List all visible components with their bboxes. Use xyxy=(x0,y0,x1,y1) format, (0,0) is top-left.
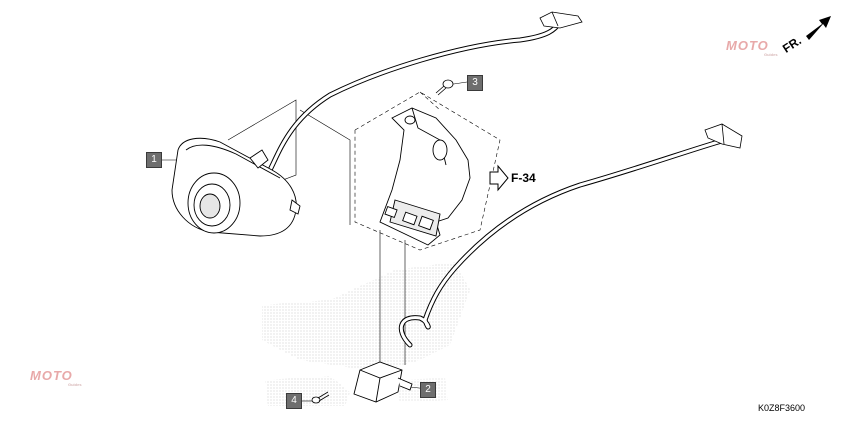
front-direction-arrow xyxy=(806,16,831,40)
callout-4: 4 xyxy=(286,393,302,409)
lower-cable xyxy=(398,137,728,348)
callout-2: 2 xyxy=(420,382,436,398)
screw-3 xyxy=(435,79,454,96)
control-module xyxy=(353,361,413,403)
callout-1: 1 xyxy=(146,152,162,168)
reference-arrow xyxy=(489,164,509,192)
watermark-text: MOTO xyxy=(30,368,73,383)
screw-4 xyxy=(311,391,330,404)
lower-connector xyxy=(704,123,743,149)
bracket-dashed-box xyxy=(354,91,501,251)
callout-3: 3 xyxy=(467,75,483,91)
watermark-text: MOTO xyxy=(726,38,769,53)
watermark-subtext: Guides xyxy=(68,382,82,387)
watermark-logo-bottom: MOTO Guides xyxy=(30,368,82,387)
watermark-subtext: Guides xyxy=(764,52,778,57)
mounting-bracket xyxy=(379,107,471,246)
upper-connector xyxy=(539,11,583,29)
headlight-assembly xyxy=(171,137,301,237)
watermark-logo-top: MOTO Guides xyxy=(726,38,778,57)
upper-cable xyxy=(267,19,563,173)
drawing-code: K0Z8F3600 xyxy=(758,403,806,413)
reference-label: F-34 xyxy=(511,171,536,185)
